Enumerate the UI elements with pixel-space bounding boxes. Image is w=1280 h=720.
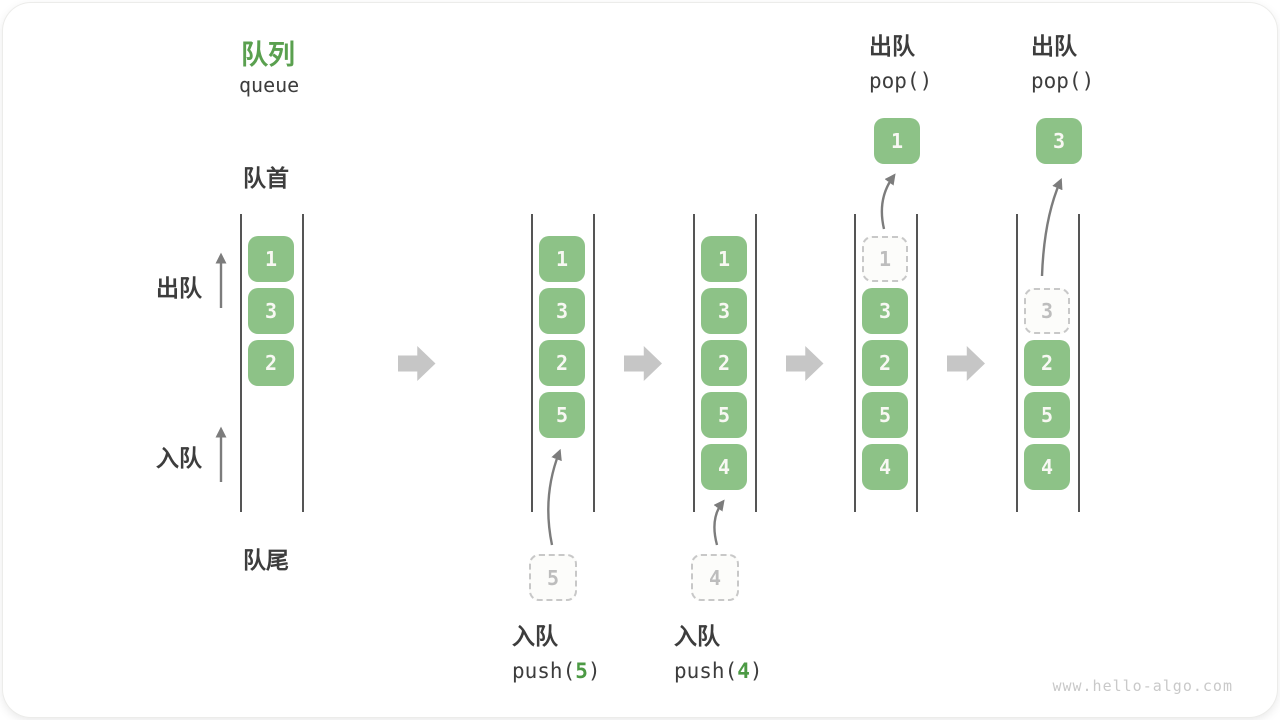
queue-cell: 1 (248, 236, 294, 282)
pop-1-arrow-icon (880, 173, 896, 230)
queue-wall-right (1078, 214, 1080, 512)
dequeue-operation-label: 出队 pop() (1031, 29, 1094, 99)
code-code_prefix: push( (512, 659, 576, 683)
diagram-title-zh: 队列 (241, 40, 295, 70)
queue-wall-right (916, 214, 918, 512)
queue-cell-dashed: 3 (1024, 288, 1070, 334)
queue-wall-left (854, 214, 856, 512)
queue-cell: 2 (701, 340, 747, 386)
code-code_suffix: ) (587, 659, 601, 683)
label-dequeue: 出队 (156, 275, 202, 301)
label-queue-front: 队首 (243, 165, 289, 191)
queue-cell: 2 (248, 340, 294, 386)
dequeue-operation-label: 出队 pop() (869, 29, 932, 99)
queue-wall-left (240, 214, 242, 512)
queue-cell: 4 (1024, 444, 1070, 490)
code-code_arg: 4 (737, 659, 750, 683)
watermark: www.hello-algo.com (1052, 677, 1233, 695)
push-5-arrow-icon (547, 448, 562, 546)
queue-cell: 5 (862, 392, 908, 438)
queue-cell: 5 (539, 392, 585, 438)
enqueue-operation-zh: 入队 (512, 623, 558, 649)
dequeue-operation-code: pop() (1031, 69, 1095, 93)
code-code_suffix: ) (749, 659, 763, 683)
queue-cell: 3 (539, 288, 585, 334)
next-state-block-arrow-icon (624, 346, 662, 381)
label-queue-rear: 队尾 (243, 547, 289, 573)
popped-element-box: 3 (1036, 118, 1082, 164)
label-enqueue: 入队 (156, 445, 202, 471)
queue-cell: 4 (701, 444, 747, 490)
queue-cell: 5 (701, 392, 747, 438)
pending-element-box: 4 (691, 554, 739, 601)
dequeue-operation-code: pop() (869, 69, 933, 93)
push-4-arrow-icon (713, 499, 725, 546)
enqueue-operation-code: push(5) (512, 654, 601, 689)
queue-wall-right (755, 214, 757, 512)
dequeue-operation-zh: 出队 (1031, 33, 1077, 59)
queue-cell: 2 (539, 340, 585, 386)
diagram-title-en: queue (239, 73, 300, 97)
enqueue-operation-zh: 入队 (674, 623, 720, 649)
queue-cell: 5 (1024, 392, 1070, 438)
popped-element-box: 1 (874, 118, 920, 164)
queue-wall-left (1016, 214, 1018, 512)
code-code_prefix: push( (674, 659, 738, 683)
next-state-block-arrow-icon (397, 346, 436, 381)
pop-3-arrow-icon (1040, 177, 1063, 277)
queue-cell: 3 (701, 288, 747, 334)
queue-cell: 1 (701, 236, 747, 282)
dequeue-operation-zh: 出队 (869, 33, 915, 59)
next-state-block-arrow-icon (785, 346, 824, 381)
enqueue-operation-code: push(4) (674, 654, 763, 689)
queue-cell-dashed: 1 (862, 236, 908, 282)
queue-cell: 1 (539, 236, 585, 282)
queue-wall-left (531, 214, 533, 512)
code-code_arg: 5 (575, 659, 588, 683)
enqueue-operation-label: 入队 push(4) (674, 619, 763, 689)
enqueue-operation-label: 入队 push(5) (512, 619, 601, 689)
queue-cell: 2 (862, 340, 908, 386)
queue-wall-right (302, 214, 304, 512)
queue-cell: 4 (862, 444, 908, 490)
pending-element-box: 5 (529, 554, 577, 601)
queue-wall-left (693, 214, 695, 512)
queue-cell: 2 (1024, 340, 1070, 386)
queue-wall-right (593, 214, 595, 512)
queue-cell: 3 (862, 288, 908, 334)
next-state-block-arrow-icon (947, 346, 985, 381)
queue-cell: 3 (248, 288, 294, 334)
